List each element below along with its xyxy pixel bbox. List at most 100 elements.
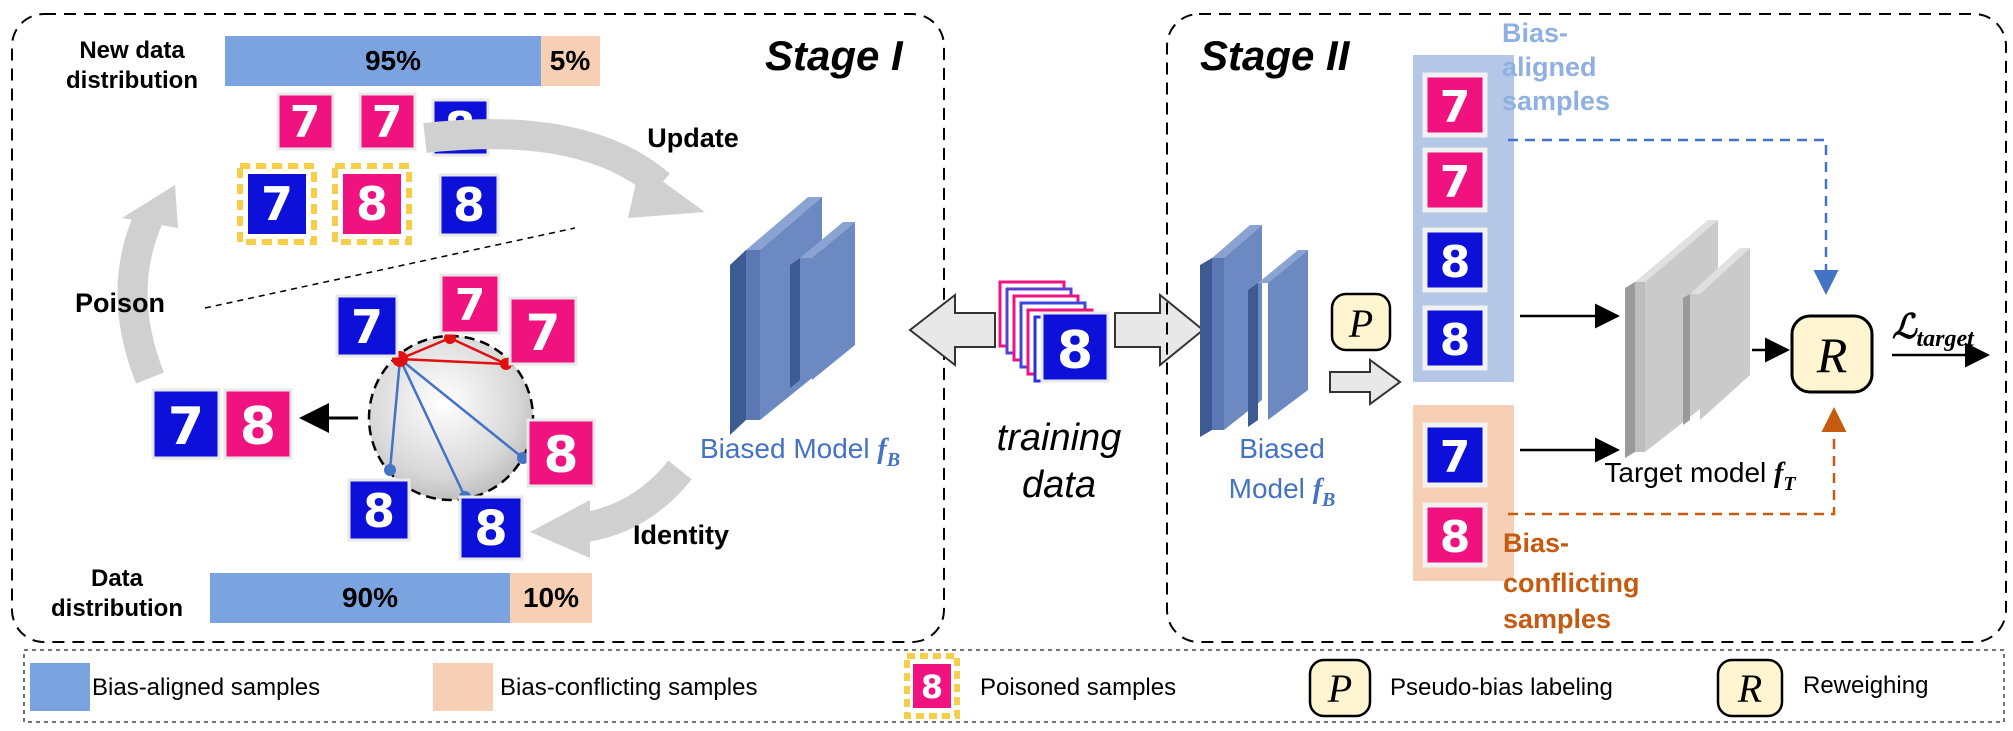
- identity-arrow: [577, 460, 692, 543]
- stage2-aligned-blue-8: 8: [1422, 227, 1488, 293]
- poison-label: Poison: [75, 288, 165, 318]
- stage2-biased-model: [1200, 225, 1308, 437]
- stage2-conflict-blue-7: 7: [1422, 422, 1488, 488]
- dist-label-line2: distribution: [51, 595, 183, 622]
- stage2-aligned-pink-7: 7: [1422, 72, 1488, 138]
- legend-reweigh-label: Reweighing: [1803, 672, 1928, 699]
- pseudo-labeling-box: [1330, 292, 1392, 352]
- legend-conflict-label: Bias-conflicting samples: [500, 674, 757, 701]
- stage2-conflict-pink-8: 8: [1422, 502, 1488, 568]
- loss-label: ℒtarget: [1892, 309, 1975, 352]
- legend-poisoned-label: Poisoned samples: [980, 674, 1176, 701]
- poison-output-pink-8: 8: [223, 388, 293, 460]
- svg-text:8: 8: [474, 501, 507, 557]
- svg-text:8: 8: [921, 668, 943, 706]
- stage1-title: Stage I: [765, 32, 904, 79]
- legend-box: [23, 649, 2005, 723]
- stage2-biased-label-1: Biased: [1239, 433, 1325, 464]
- sample-blue-8: 8: [347, 478, 411, 542]
- svg-text:7: 7: [1440, 82, 1471, 133]
- dist-conflict-pct: 10%: [523, 582, 579, 613]
- new-dist-aligned-bar: [225, 36, 541, 86]
- svg-text:7: 7: [1440, 157, 1471, 208]
- stage2-title: Stage II: [1200, 32, 1351, 79]
- new-dist-label-line2: distribution: [66, 67, 198, 94]
- svg-text:8: 8: [1440, 237, 1471, 288]
- identity-label: Identity: [633, 520, 729, 550]
- reweighing-box: [1790, 314, 1874, 394]
- svg-text:7: 7: [455, 280, 486, 331]
- legend-pseudo-box: [1308, 658, 1372, 718]
- right-block-arrow: [1114, 292, 1205, 368]
- training-data-label-1: training: [997, 417, 1122, 459]
- poison-output-blue-7: 7: [151, 388, 221, 460]
- target-model-label: Target model fT: [1604, 457, 1796, 495]
- legend-conflict-swatch: [433, 663, 493, 711]
- stage2-conflict-label-1: Bias-: [1503, 528, 1569, 558]
- dist-conflict-bar: [510, 573, 592, 623]
- dist-aligned-bar: [210, 573, 510, 623]
- identity-arrow-head: [530, 500, 590, 558]
- legend-aligned-swatch: [30, 663, 90, 711]
- stage2-conflict-label-2: conflicting: [1503, 568, 1640, 598]
- poison-arrow-head: [122, 185, 178, 228]
- svg-text:8: 8: [363, 484, 395, 538]
- svg-text:7: 7: [372, 97, 403, 148]
- target-model: [1625, 220, 1750, 458]
- separator-line: [204, 227, 576, 309]
- training-data-label-2: data: [1022, 464, 1096, 506]
- selection-lines: [384, 332, 529, 503]
- stage2-conflict-label-3: samples: [1503, 604, 1611, 634]
- new-dist-conflict-bar: [541, 36, 600, 86]
- stage2-biased-label-2: Model fB: [1229, 473, 1336, 511]
- sample-blue-8: 8: [438, 173, 500, 237]
- svg-text:8: 8: [1440, 512, 1471, 563]
- svg-text:7: 7: [290, 97, 321, 148]
- sample-pink-7: 7: [358, 92, 417, 151]
- aligned-weight-dashed-arrow: [1508, 138, 1839, 295]
- stage2-aligned-pink-7: 7: [1422, 147, 1488, 213]
- pseudo-arrow: [1329, 358, 1402, 406]
- sample-pink-8: 8: [526, 418, 596, 488]
- stage2-aligned-label-3: samples: [1502, 86, 1610, 116]
- svg-text:8: 8: [544, 426, 579, 484]
- legend-pseudo-symbol: P: [1327, 666, 1352, 711]
- update-arrow-head: [628, 165, 705, 218]
- stage2-aligned-label-1: Bias-: [1502, 18, 1568, 48]
- sample-blue-8: 8: [458, 495, 524, 561]
- svg-text:8: 8: [240, 397, 276, 457]
- legend-aligned-label: Bias-aligned samples: [92, 674, 320, 701]
- dist-label-line1: Data: [91, 565, 144, 592]
- conflict-weight-dashed-arrow: [1508, 407, 1847, 516]
- stage1-biased-model-label: Biased Model fB: [700, 433, 900, 471]
- sample-blue-7: 7: [335, 294, 399, 358]
- stage2-panel: [1166, 13, 2007, 643]
- svg-text:7: 7: [261, 177, 293, 231]
- pseudo-labeling-symbol: P: [1348, 301, 1373, 346]
- stage1-biased-model: [730, 197, 855, 435]
- poison-arrow: [117, 208, 164, 384]
- legend-reweigh-box: [1716, 658, 1784, 718]
- svg-text:8: 8: [356, 177, 388, 231]
- svg-text:7: 7: [526, 304, 561, 362]
- poisoned-sample-blue-7: 7: [237, 163, 317, 245]
- update-label: Update: [647, 123, 739, 153]
- svg-text:7: 7: [168, 397, 204, 457]
- new-dist-aligned-pct: 95%: [365, 45, 421, 76]
- svg-text:7: 7: [1440, 432, 1471, 483]
- svg-text:8: 8: [453, 178, 485, 232]
- legend-pseudo-label: Pseudo-bias labeling: [1390, 674, 1613, 701]
- poisoned-sample-pink-8: 8: [332, 163, 412, 245]
- legend-reweigh-symbol: R: [1737, 666, 1762, 711]
- svg-text:8: 8: [1440, 315, 1471, 366]
- reweighing-symbol: R: [1816, 327, 1848, 383]
- sample-pink-7: 7: [508, 296, 578, 366]
- training-data-stack: 8: [998, 280, 1110, 383]
- legend-poisoned-icon: 8: [904, 653, 960, 719]
- stage2-aligned-label-2: aligned: [1502, 52, 1597, 82]
- dist-aligned-pct: 90%: [342, 582, 398, 613]
- new-dist-label-line1: New data: [79, 37, 185, 64]
- left-block-arrow: [908, 292, 996, 368]
- sample-pink-7: 7: [439, 273, 501, 335]
